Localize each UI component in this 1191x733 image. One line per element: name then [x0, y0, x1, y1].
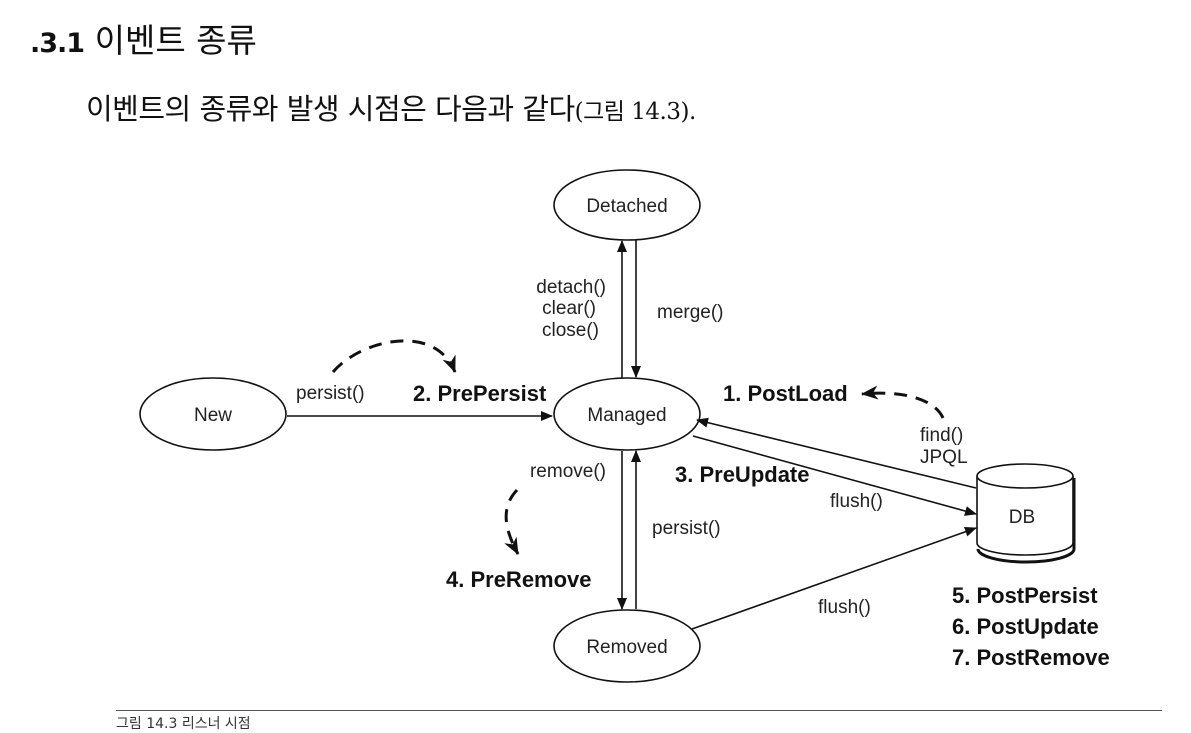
- body-sentence: 이벤트의 종류와 발생 시점은 다음과 같다: [86, 92, 575, 126]
- postpersist-event: 5. PostPersist: [952, 583, 1098, 608]
- persist-removed-label: persist(): [652, 518, 721, 539]
- figure-caption: 그림 14.3 리스너 시점: [116, 716, 251, 732]
- postupdate-event: 6. PostUpdate: [952, 614, 1099, 639]
- db-label: DB: [1009, 507, 1035, 528]
- flush-managed-label: flush(): [830, 491, 883, 512]
- figure-reference: (그림 14.3).: [574, 99, 697, 125]
- managed-node: [553, 377, 701, 451]
- section-heading: .3.1 이벤트 종류: [30, 14, 257, 62]
- postload-event: 1. PostLoad: [723, 381, 848, 406]
- postremove-event: 7. PostRemove: [952, 645, 1110, 670]
- find-label: find(): [920, 425, 963, 446]
- prepersist-dashed-arrow: [331, 339, 457, 373]
- remove-label: remove(): [530, 461, 606, 482]
- preremove-event: 4. PreRemove: [446, 567, 592, 592]
- preupdate-event: 3. PreUpdate: [675, 462, 810, 487]
- close-label: close(): [542, 320, 599, 341]
- detach-label: detach(): [536, 277, 606, 298]
- new-node: [139, 377, 287, 451]
- postload-dashed-arrow: [861, 385, 945, 419]
- prepersist-event: 2. PrePersist: [413, 381, 547, 406]
- section-title: 이벤트 종류: [94, 21, 257, 60]
- detached-label: Detached: [586, 196, 667, 217]
- jpql-label: JPQL: [920, 447, 968, 468]
- clear-label: clear(): [542, 298, 596, 319]
- section-number: .3.1: [30, 28, 85, 59]
- managed-label: Managed: [587, 405, 666, 426]
- removed-node: [553, 609, 701, 683]
- persist-new-label: persist(): [296, 383, 365, 404]
- body-paragraph: 이벤트의 종류와 발생 시점은 다음과 같다(그림 14.3).: [86, 86, 696, 128]
- flush-managed-arrow: [692, 435, 977, 516]
- db-cylinder: [976, 463, 1076, 564]
- caption-rule: [116, 710, 1162, 711]
- flush-removed-arrow: [691, 526, 977, 630]
- removed-label: Removed: [586, 637, 667, 658]
- merge-label: merge(): [657, 302, 724, 323]
- new-label: New: [194, 405, 232, 426]
- flush-removed-label: flush(): [818, 597, 871, 618]
- detached-node: [553, 169, 701, 241]
- find-arrow: [696, 417, 977, 489]
- preremove-dashed-arrow: [504, 488, 520, 555]
